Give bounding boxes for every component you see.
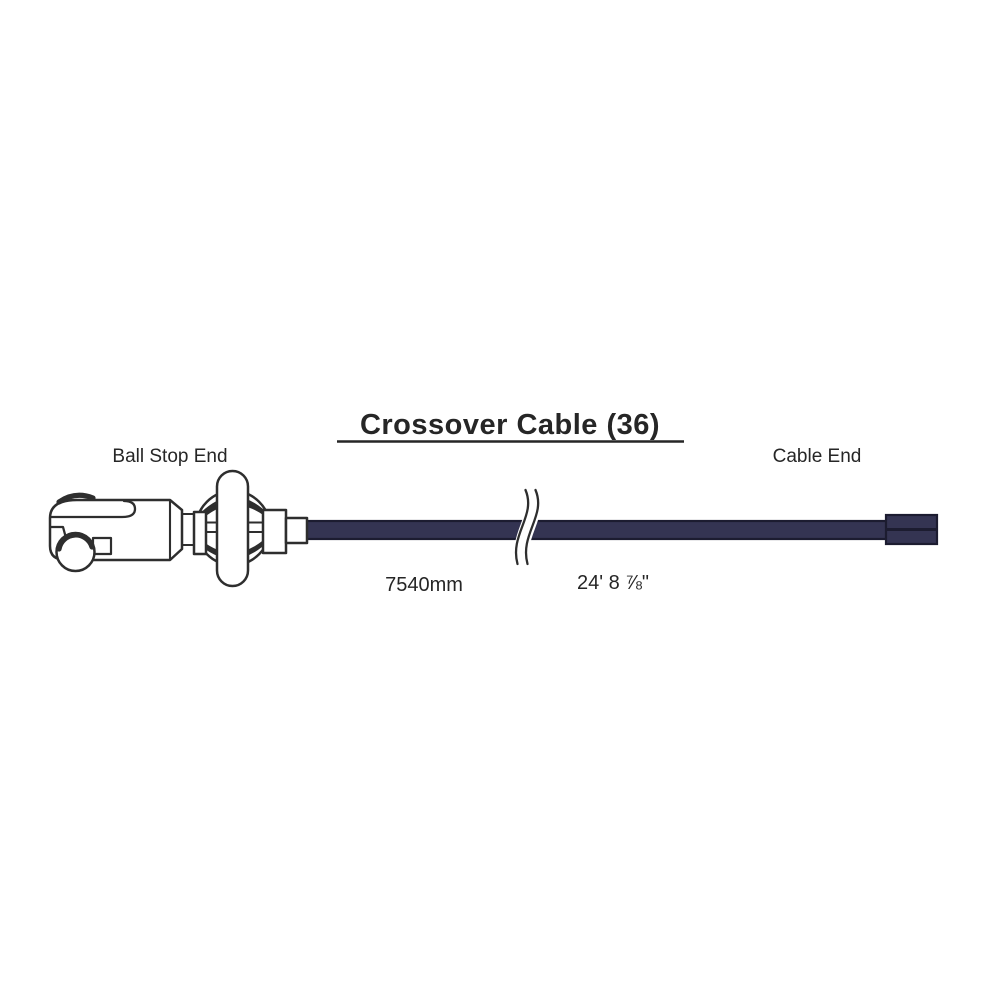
break-mask [514,482,542,573]
ball-shade-crescent [56,532,95,552]
cable-body [304,519,889,541]
stop-ring [215,469,250,588]
corner-shade-crescent [56,492,96,505]
clevis-face-line [49,525,68,540]
cable-break-icon [514,482,542,573]
page-title: Crossover Cable (36) [360,409,660,441]
left-flange [192,510,208,556]
cable-end-label: Cable End [773,446,862,467]
break-line-left [514,488,530,566]
clevis-slot [49,499,137,519]
cable-ferrule [284,516,309,545]
measurement-metric: 7540mm [385,574,463,596]
right-flange [261,508,288,555]
ball-stop-end-fitting [48,469,309,588]
measurement-imperial: 24' 8 ⅞" [577,572,649,594]
cable-end-cap [884,513,939,546]
break-line-right [524,488,540,566]
ball-stop-end-label: Ball Stop End [112,446,227,467]
cable [304,482,939,573]
